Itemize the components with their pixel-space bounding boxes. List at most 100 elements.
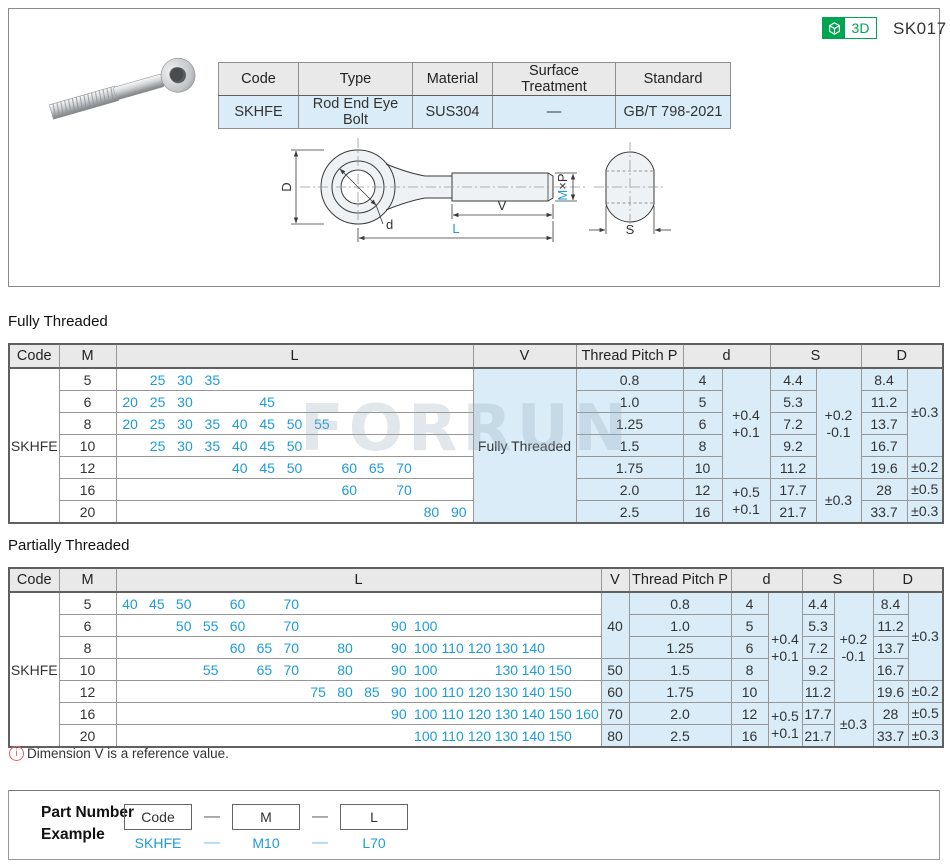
l-value: 80 <box>337 639 353 656</box>
D-value-cell: 33.7 <box>872 724 909 748</box>
column-header: D <box>860 343 944 369</box>
m-cell: 16 <box>58 478 117 501</box>
info-header-surface-treatment: Surface Treatment <box>492 62 616 96</box>
m-cell: 8 <box>58 636 117 659</box>
l-value: 100 <box>414 639 438 656</box>
l-value: 150 <box>548 683 572 700</box>
D-value-cell: 28 <box>860 478 908 501</box>
l-value: 60 <box>341 481 358 498</box>
l-value: 45 <box>259 459 275 476</box>
m-cell: 10 <box>58 434 117 457</box>
l-value: 120 <box>467 683 492 700</box>
D-value-cell: 13.7 <box>860 412 908 435</box>
m-cell: 10 <box>58 658 117 681</box>
l-value: 100 <box>414 683 438 700</box>
thread-pitch-cell: 1.0 <box>575 390 684 413</box>
D-tolerance-cell: ±0.3 <box>906 500 944 524</box>
d-value-cell: 8 <box>730 658 769 681</box>
l-value: 25 <box>149 393 166 410</box>
d-value-cell: 5 <box>730 614 769 637</box>
l-value: 90 <box>391 683 407 700</box>
D-value-cell: 8.4 <box>860 367 908 391</box>
m-cell: 5 <box>58 367 117 391</box>
thread-pitch-cell: 2.0 <box>628 702 732 725</box>
dimension-labels: D d V L M×P S <box>280 173 635 237</box>
info-header-code: Code <box>218 62 299 96</box>
l-value: 50 <box>286 459 303 476</box>
l-value: 130 <box>494 727 519 744</box>
l-value: 60 <box>229 595 246 612</box>
s-value-cell: 21.7 <box>769 500 817 524</box>
s-value-cell: 4.4 <box>801 591 835 615</box>
thread-pitch-cell: 1.5 <box>628 658 732 681</box>
D-tolerance-cell: ±0.3 <box>907 591 944 681</box>
l-value: 100 <box>414 617 438 634</box>
thread-pitch-cell: 1.75 <box>628 680 732 703</box>
part-number-example: Part Number Example Code — M — L SKHFE —… <box>8 790 940 860</box>
section-title-fully-threaded: Fully Threaded <box>8 313 108 330</box>
D-value-cell: 13.7 <box>872 636 909 659</box>
l-value: 90 <box>391 639 407 656</box>
m-cell: 12 <box>58 680 117 703</box>
dimension-drawing: D d V L M×P S <box>280 138 671 242</box>
part-number-label-line2: Example <box>41 826 105 844</box>
l-value: 160 <box>575 705 599 722</box>
info-data-row: SKHFE Rod End Eye Bolt SUS304 — GB/T 798… <box>218 95 731 129</box>
D-value-cell: 11.2 <box>860 390 908 413</box>
cube-3d-icon <box>823 18 845 38</box>
l-value: 90 <box>391 705 407 722</box>
s-value-cell: 21.7 <box>801 724 835 748</box>
column-header: Code <box>8 343 60 369</box>
view-3d-button[interactable]: 3D <box>822 17 877 39</box>
D-tolerance-cell: ±0.5 <box>906 478 944 501</box>
footnote-text: Dimension V is a reference value. <box>27 746 229 761</box>
l-value: 35 <box>204 437 221 454</box>
l-value: 55 <box>202 661 219 678</box>
d-value-cell: 6 <box>682 412 723 435</box>
info-code: SKHFE <box>218 95 299 129</box>
pn-value-dash-2: — <box>312 834 328 851</box>
pn-value-m: M10 <box>252 835 280 851</box>
d-value-cell: 12 <box>730 702 769 725</box>
thread-pitch-cell: 2.0 <box>575 478 684 501</box>
l-value: 140 <box>521 727 545 744</box>
pn-value-l: L70 <box>362 835 386 851</box>
l-value: 50 <box>175 617 192 634</box>
column-header: D <box>872 567 944 593</box>
column-header: L <box>115 567 602 593</box>
l-value: 35 <box>204 371 221 388</box>
m-cell: 16 <box>58 702 117 725</box>
v-cell: Fully Threaded <box>472 367 577 524</box>
d-value-cell: 16 <box>730 724 769 748</box>
s-value-cell: 11.2 <box>769 456 817 479</box>
d-value-cell: 16 <box>682 500 723 524</box>
d-tolerance-cell: +0.4 +0.1 <box>721 367 771 479</box>
l-value: 70 <box>283 617 300 634</box>
info-material: SUS304 <box>412 95 493 129</box>
d-value-cell: 8 <box>682 434 723 457</box>
l-value: 65 <box>256 661 273 678</box>
l-value: 80 <box>337 661 353 678</box>
s-value-cell: 5.3 <box>769 390 817 413</box>
D-value-cell: 19.6 <box>860 456 908 479</box>
l-value: 130 <box>494 639 519 656</box>
column-header: S <box>769 343 862 369</box>
l-value: 70 <box>283 639 300 656</box>
